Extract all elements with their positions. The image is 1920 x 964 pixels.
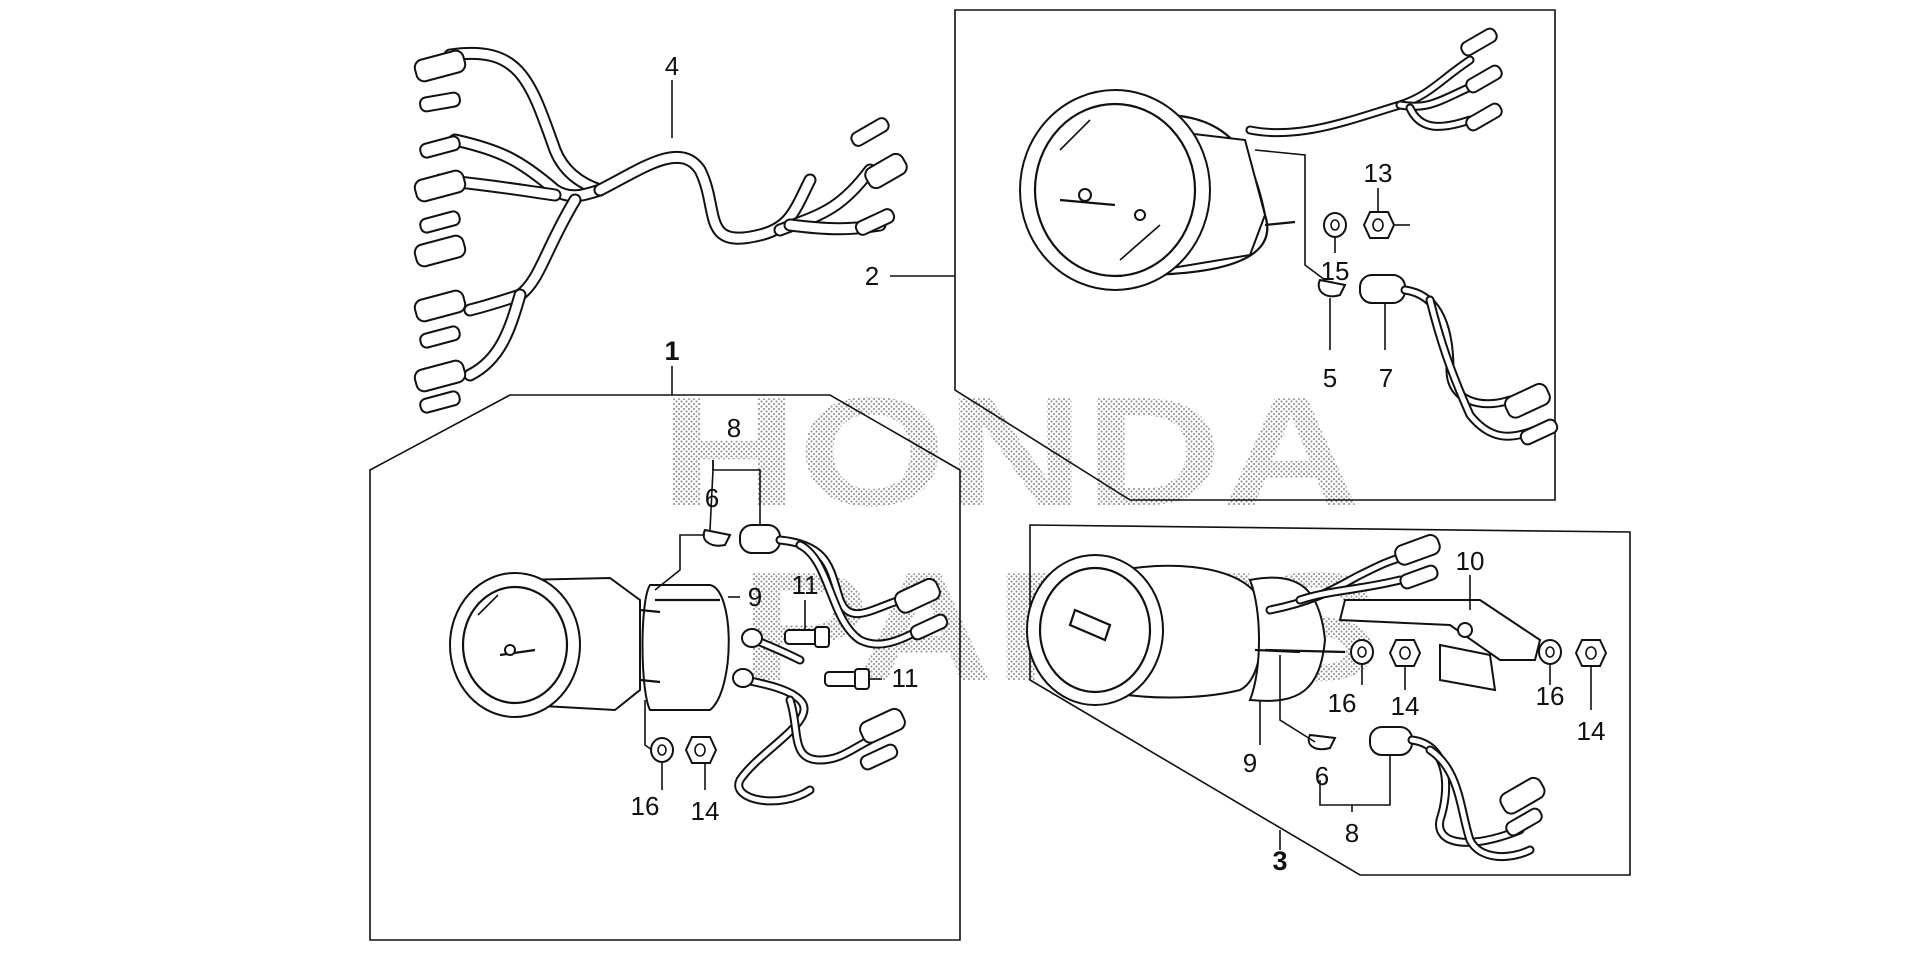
callout-9-left: 9 <box>748 582 762 612</box>
callout-7: 7 <box>1379 363 1393 393</box>
callout-13: 13 <box>1364 158 1393 188</box>
callout-16-right: 16 <box>1536 681 1565 711</box>
callout-numbers: 1 2 3 4 5 6 6 7 8 8 9 9 10 11 11 13 14 1… <box>631 51 1606 876</box>
callout-15: 15 <box>1321 256 1350 286</box>
callout-6-right: 6 <box>1315 761 1329 791</box>
callout-14-right: 14 <box>1577 716 1606 746</box>
callout-5: 5 <box>1323 363 1337 393</box>
watermark-line1: HONDA <box>660 365 1360 538</box>
callout-3: 3 <box>1272 846 1287 876</box>
callout-8-left: 8 <box>727 413 741 443</box>
meter-assembly-2 <box>1019 27 1559 446</box>
callout-16-middle: 16 <box>1328 688 1357 718</box>
frame-assembly-2 <box>954 9 1556 501</box>
callout-11-lower: 11 <box>892 663 919 693</box>
wire-harness <box>413 46 908 414</box>
callout-11-upper: 11 <box>792 570 819 600</box>
callout-leaders <box>661 80 1592 850</box>
callout-14-left: 14 <box>691 796 720 826</box>
callout-8-right: 8 <box>1345 818 1359 848</box>
callout-1: 1 <box>664 336 679 366</box>
callout-4: 4 <box>665 51 679 81</box>
callout-14-middle: 14 <box>1391 691 1420 721</box>
callout-10: 10 <box>1456 546 1485 576</box>
callout-16-left: 16 <box>631 791 660 821</box>
meter-assembly-1 <box>449 524 949 806</box>
callout-6-left: 6 <box>705 483 719 513</box>
callout-9-right: 9 <box>1243 748 1257 778</box>
meter-assembly-3 <box>1026 533 1608 862</box>
frame-assembly-1 <box>369 394 961 941</box>
callout-2: 2 <box>865 261 879 291</box>
